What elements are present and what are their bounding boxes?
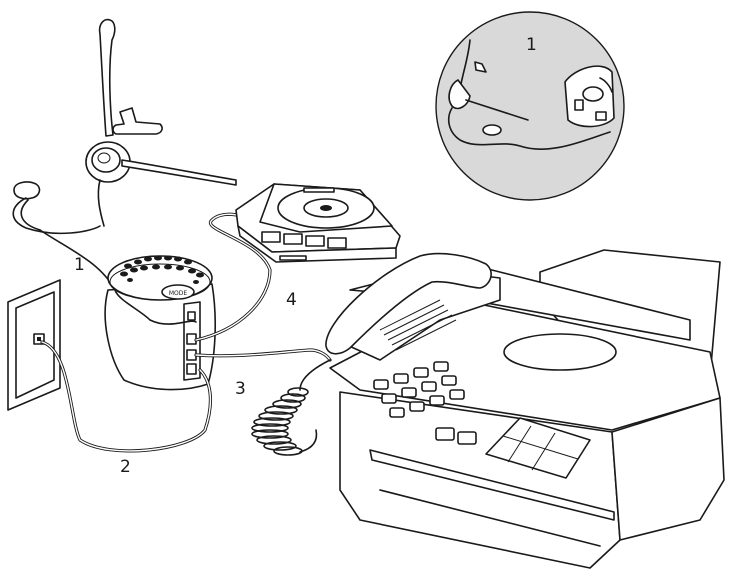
headset bbox=[13, 20, 236, 290]
audio-unit bbox=[236, 184, 400, 262]
coiled-cord bbox=[252, 360, 330, 455]
fax-machine bbox=[252, 250, 724, 568]
callout-audio-cable: 4 bbox=[286, 292, 297, 309]
amplifier-badge: MODE bbox=[169, 290, 188, 297]
callout-inset: 1 bbox=[526, 37, 537, 54]
wall-jack bbox=[8, 280, 60, 410]
callout-headset: 1 bbox=[74, 257, 85, 274]
callout-fax-cable: 3 bbox=[235, 381, 246, 398]
callout-wall-cable: 2 bbox=[120, 459, 131, 476]
